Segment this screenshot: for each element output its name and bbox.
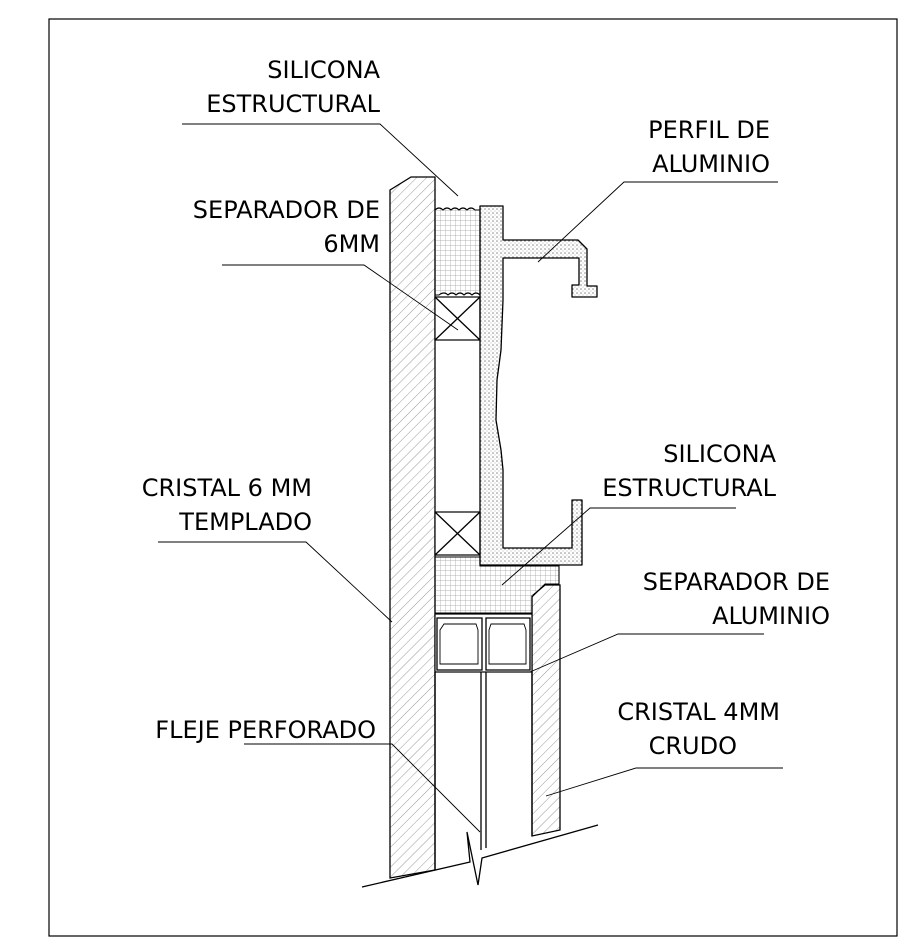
structural-silicone-top: [434, 207, 481, 297]
label-cristal-6mm-templado: CRISTAL 6 MM TEMPLADO: [142, 474, 312, 536]
leader-lines: [158, 123, 783, 833]
svg-text:CRISTAL 4MM: CRISTAL 4MM: [617, 698, 780, 726]
svg-text:CRISTAL 6 MM: CRISTAL 6 MM: [142, 474, 312, 502]
svg-text:PERFIL DE: PERFIL DE: [648, 116, 770, 144]
svg-text:SEPARADOR DE: SEPARADOR DE: [193, 196, 380, 224]
svg-text:ESTRUCTURAL: ESTRUCTURAL: [206, 90, 380, 118]
svg-text:TEMPLADO: TEMPLADO: [178, 508, 312, 536]
aluminium-profile: [479, 205, 598, 566]
tempered-glass-pane: [389, 176, 436, 879]
drawing-frame: [48, 18, 898, 937]
svg-text:FLEJE PERFORADO: FLEJE PERFORADO: [155, 716, 376, 744]
raw-glass-pane: [531, 584, 561, 837]
svg-text:ESTRUCTURAL: ESTRUCTURAL: [602, 474, 776, 502]
label-silicona-estructural-mid: SILICONA ESTRUCTURAL: [602, 440, 776, 502]
spacer-6mm-bottom: [434, 511, 481, 556]
label-silicona-estructural-top: SILICONA ESTRUCTURAL: [206, 56, 380, 118]
perforated-strip: [480, 672, 487, 850]
label-fleje-perforado: FLEJE PERFORADO: [155, 716, 376, 744]
label-separador-aluminio: SEPARADOR DE ALUMINIO: [643, 568, 830, 630]
svg-text:6MM: 6MM: [323, 230, 380, 258]
svg-text:SILICONA: SILICONA: [663, 440, 776, 468]
spacer-6mm-top: [434, 296, 481, 341]
svg-text:ALUMINIO: ALUMINIO: [712, 602, 830, 630]
label-perfil-aluminio: PERFIL DE ALUMINIO: [648, 116, 770, 178]
break-line: [361, 824, 599, 888]
svg-text:SILICONA: SILICONA: [267, 56, 380, 84]
label-separador-6mm: SEPARADOR DE 6MM: [193, 196, 380, 258]
structural-silicone-lower: [434, 556, 560, 614]
label-cristal-4mm-crudo: CRISTAL 4MM CRUDO: [617, 698, 780, 760]
svg-text:SEPARADOR DE: SEPARADOR DE: [643, 568, 830, 596]
svg-text:ALUMINIO: ALUMINIO: [652, 150, 770, 178]
aluminium-spacer: [434, 613, 533, 673]
svg-text:CRUDO: CRUDO: [649, 732, 737, 760]
